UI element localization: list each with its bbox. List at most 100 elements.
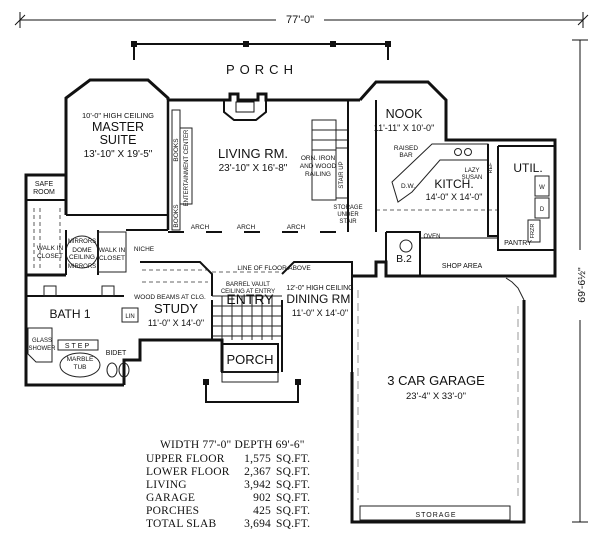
stats-row: GARAGE 902 SQ.FT. <box>146 492 310 504</box>
stats-value: 2,367 <box>244 466 271 478</box>
bath-1: BATH 1 LIN GLASS SHOWER STEP MARBLE TUB … <box>26 285 139 378</box>
dome-label-2: CEILING <box>69 254 95 261</box>
study-name: STUDY <box>154 301 198 316</box>
barrel-vault-1: BARREL VAULT <box>226 282 270 288</box>
living-size: 23'-10" X 16'-8" <box>219 163 288 174</box>
stats-row: TOTAL SLAB 3,694 SQ.FT. <box>146 518 310 530</box>
railing-label-2: AND WOOD <box>300 163 337 170</box>
porch-front-label: PORCH <box>227 352 274 367</box>
master-name-1: MASTER <box>92 120 144 134</box>
stair: STAIR UP STORAGE UNDER STAIR <box>311 100 363 232</box>
safe-room-label-2: ROOM <box>33 189 55 196</box>
walk-in-left-1: WALK IN <box>37 245 64 252</box>
stats-label: PORCHES <box>146 505 199 517</box>
stats-label: LIVING <box>146 479 187 491</box>
safe-room: SAFE ROOM WALK IN CLOSET <box>26 181 66 270</box>
mirrors-bottom-label: MIRRORS <box>68 264 96 270</box>
line-of-floor-label: LINE OF FLOOR ABOVE <box>237 265 311 272</box>
entry-study-dining: LINE OF FLOOR ABOVE BARREL VAULT CEILING… <box>134 261 354 372</box>
stats-value: 3,942 <box>244 479 271 491</box>
glass-shower-2: SHOWER <box>29 346 57 352</box>
walk-in-left-2: CLOSET <box>37 253 63 260</box>
shop-area-label: SHOP AREA <box>442 263 483 270</box>
util-name: UTIL. <box>513 161 542 175</box>
lazy-susan-1: LAZY <box>464 168 479 174</box>
stats-unit: SQ.FT. <box>276 453 310 465</box>
nook-kitchen: NOOK 11'-11" X 10'-0" RAISED BAR LAZY SU… <box>374 107 498 237</box>
stats-label: LOWER FLOOR <box>146 466 230 478</box>
marble-tub-2: TUB <box>74 364 87 371</box>
nook-size: 11'-11" X 10'-0" <box>374 123 435 133</box>
area-stats: WIDTH 77'-0" DEPTH 69'-6" UPPER FLOOR 1,… <box>146 439 310 530</box>
living-room: BOOKS BOOKS ENTERTAINMENT CENTER LIVING … <box>168 109 338 233</box>
stats-value: 3,694 <box>244 518 271 530</box>
garage-name: 3 CAR GARAGE <box>387 373 485 388</box>
stats-unit: SQ.FT. <box>276 505 310 517</box>
stats-row: LIVING 3,942 SQ.FT. <box>146 479 310 491</box>
frzr-label: FRZR <box>530 224 536 239</box>
width-depth-line: WIDTH 77'-0" DEPTH 69'-6" <box>160 439 305 451</box>
master-ceiling-label: 10'-0" HIGH CEILING <box>82 111 154 120</box>
railing-label-3: RAILING <box>305 171 331 178</box>
walk-in-right-1: WALK IN <box>99 247 126 254</box>
wood-beams-label: WOOD BEAMS AT CLG. <box>134 294 206 301</box>
entertainment-label: ENTERTAINMENT CENTER <box>184 129 190 206</box>
barrel-vault-2: CEILING AT ENTRY <box>221 289 275 295</box>
storage-bottom-label: STORAGE <box>415 512 456 519</box>
stats-label: UPPER FLOOR <box>146 453 225 465</box>
garage: 3 CAR GARAGE 23'-4" X 33'-0" STORAGE <box>350 260 557 524</box>
stats-label: TOTAL SLAB <box>146 518 217 530</box>
dining-ceiling: 12'-0" HIGH CEILING <box>286 285 353 292</box>
stats-value: 425 <box>253 505 271 517</box>
fireplace <box>223 100 267 121</box>
dome-ceiling-hall: MIRRORS DOME CEILING MIRRORS WALK IN CLO… <box>65 229 168 275</box>
ref-label: REF <box>488 162 494 174</box>
pantry-label: PANTRY <box>504 240 532 247</box>
lazy-susan-2: SUSAN <box>462 175 483 181</box>
porch-top: PORCH <box>131 41 391 77</box>
glass-shower-1: GLASS <box>32 338 52 344</box>
b2-label: B.2 <box>396 253 412 265</box>
washer-label: W <box>539 185 545 191</box>
exterior-walls <box>24 78 557 387</box>
stats-label: GARAGE <box>146 492 195 504</box>
porch-front: PORCH <box>203 343 301 403</box>
stats-unit: SQ.FT. <box>276 518 310 530</box>
marble-tub-1: MARBLE <box>67 356 94 363</box>
stats-value: 1,575 <box>244 453 271 465</box>
bidet-label: BIDET <box>106 350 127 357</box>
entry-name: ENTRY <box>226 291 274 307</box>
raised-bar-1: RAISED <box>394 145 419 152</box>
stats-unit: SQ.FT. <box>276 492 310 504</box>
stair-up-label: STAIR UP <box>339 161 345 188</box>
arch-label-1: ARCH <box>191 224 210 231</box>
step-label: STEP <box>65 343 91 350</box>
porch-top-label: PORCH <box>226 62 298 77</box>
stats-unit: SQ.FT. <box>276 479 310 491</box>
dome-label-1: DOME <box>72 247 92 254</box>
niche-label: NICHE <box>134 246 155 253</box>
living-name: LIVING RM. <box>218 146 288 161</box>
storage-under-2: UNDER <box>337 212 359 218</box>
width-dimension: 77'-0" <box>14 12 589 28</box>
nook-name: NOOK <box>386 107 423 121</box>
study-size: 11'-0" X 14'-0" <box>148 318 204 328</box>
dryer-label: D <box>540 207 545 213</box>
master-name-2: SUITE <box>100 133 137 147</box>
kitchen-size: 14'-0" X 14'-0" <box>426 192 483 202</box>
overall-depth-label: 69'-6½" <box>576 267 588 303</box>
bath-1-name: BATH 1 <box>49 307 90 321</box>
dining-name: DINING RM. <box>286 292 353 306</box>
oven-label: OVEN <box>423 234 440 240</box>
kitchen-name: KITCH. <box>434 177 473 191</box>
raised-bar-2: BAR <box>399 152 413 159</box>
railing-label-1: ORN. IRON <box>301 155 336 162</box>
garage-size: 23'-4" X 33'-0" <box>406 391 466 402</box>
safe-room-label-1: SAFE <box>35 181 54 188</box>
walk-in-right-2: CLOSET <box>99 255 125 262</box>
stats-value: 902 <box>253 492 271 504</box>
mirrors-top-label: MIRRORS <box>68 239 96 245</box>
stats-row: UPPER FLOOR 1,575 SQ.FT. <box>146 453 310 465</box>
master-size: 13'-10" X 19'-5" <box>84 149 153 160</box>
